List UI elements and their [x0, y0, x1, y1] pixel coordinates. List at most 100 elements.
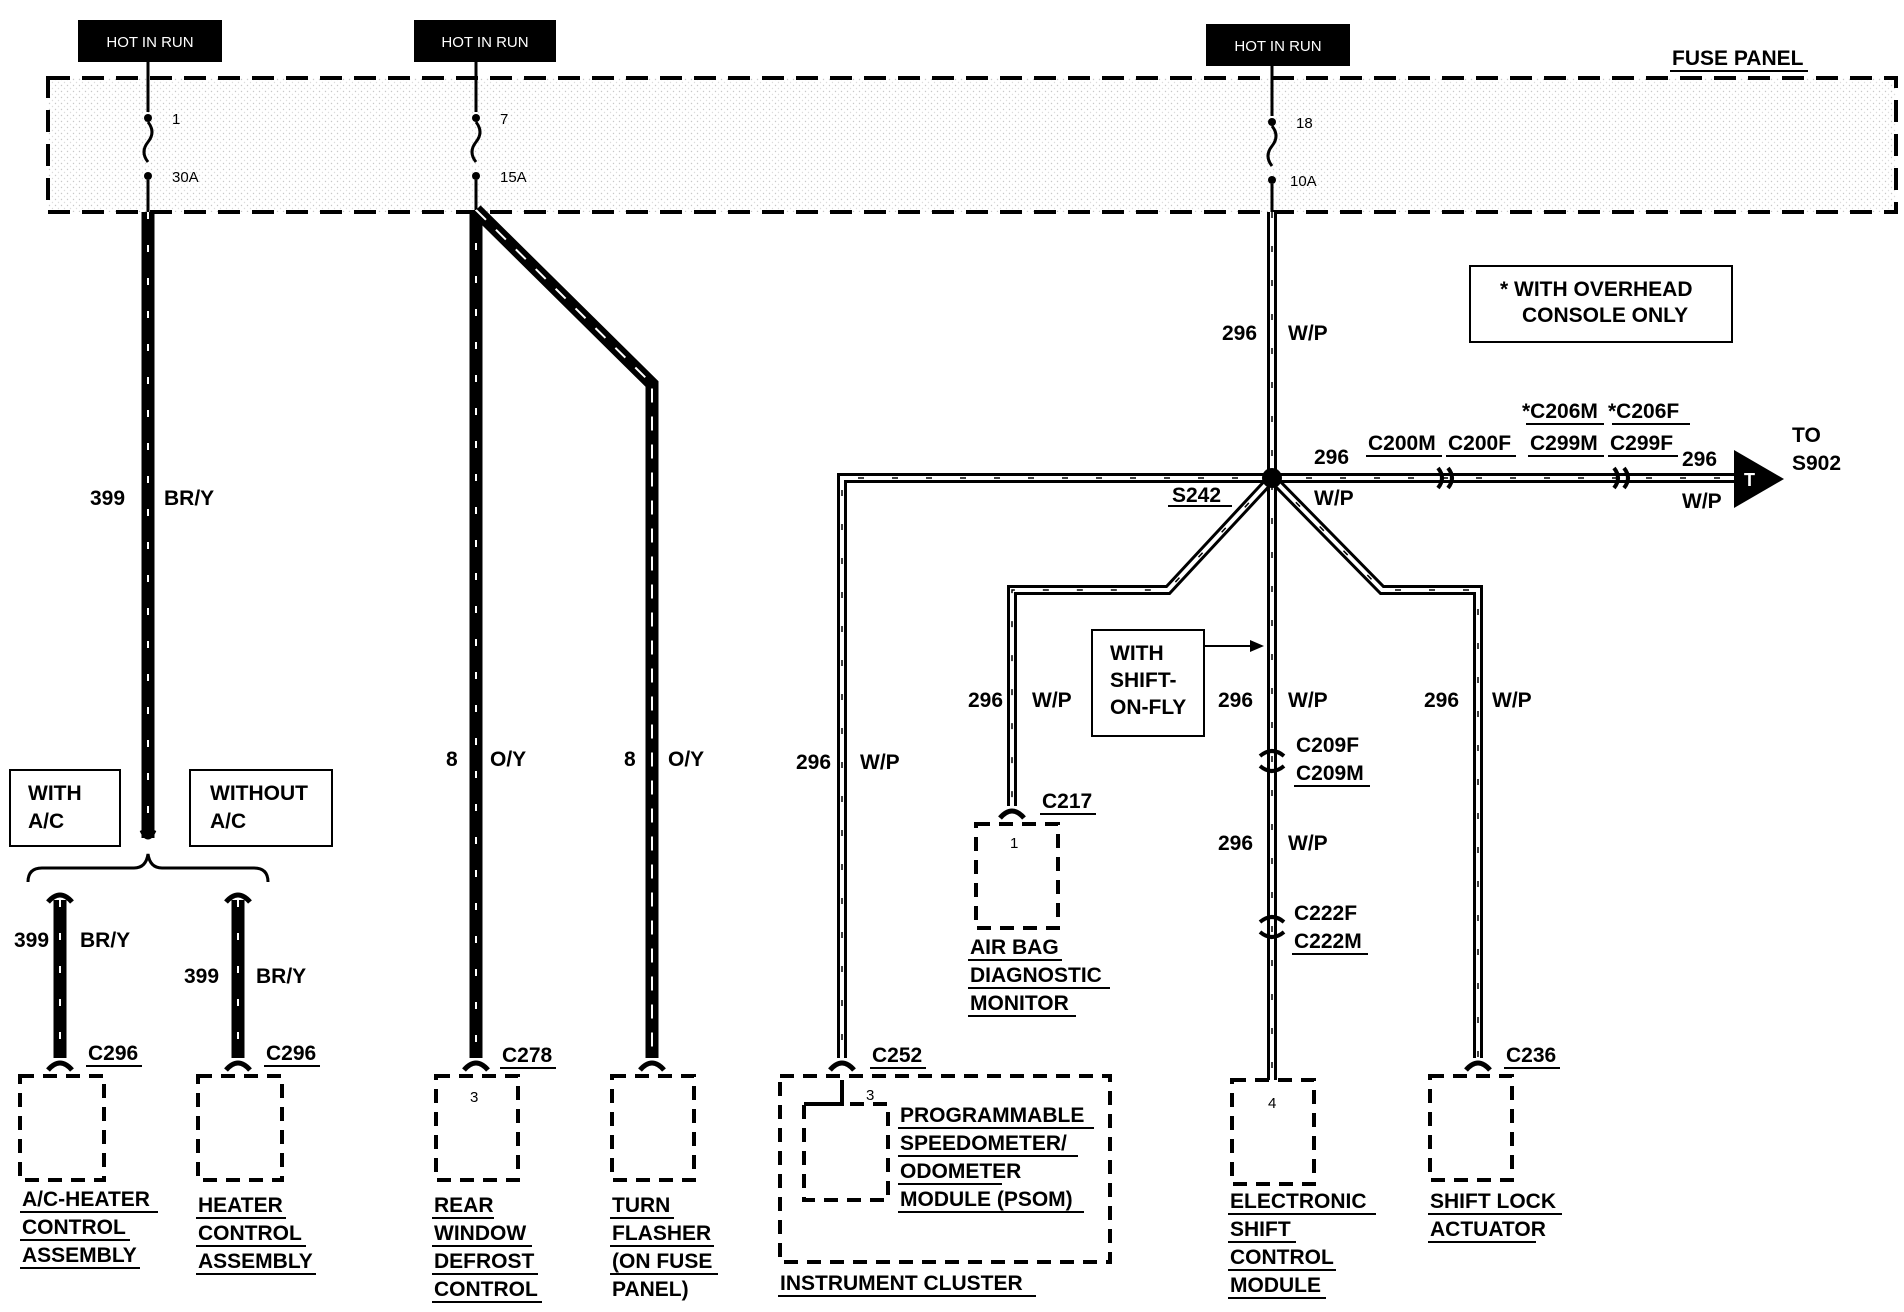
svg-text:W/P: W/P: [1288, 689, 1328, 712]
svg-text:CONTROL: CONTROL: [434, 1278, 538, 1301]
svg-text:296: 296: [796, 751, 831, 774]
fuse-panel: [46, 76, 1898, 214]
svg-text:PANEL): PANEL): [612, 1278, 689, 1301]
svg-text:8: 8: [446, 748, 458, 771]
svg-text:296: 296: [1222, 322, 1257, 345]
with-ac-box: [9, 769, 121, 847]
svg-text:O/Y: O/Y: [490, 748, 526, 771]
svg-text:C200M: C200M: [1368, 432, 1436, 455]
svg-text:ASSEMBLY: ASSEMBLY: [22, 1244, 137, 1267]
shift-lock-actuator: [1428, 1060, 1514, 1182]
svg-text:296: 296: [1218, 689, 1253, 712]
svg-text:C296: C296: [266, 1042, 316, 1065]
svg-text:3: 3: [470, 1089, 478, 1106]
svg-text:C222F: C222F: [1294, 902, 1357, 925]
svg-text:ASSEMBLY: ASSEMBLY: [198, 1250, 313, 1273]
psom-label: PROGRAMMABLE SPEEDOMETER/ ODOMETER MODUL…: [900, 1104, 1084, 1211]
rear-defrost-label: REAR WINDOW DEFROST CONTROL: [434, 1194, 538, 1301]
ac-heater-control-assembly: [18, 1060, 106, 1182]
svg-text:O/Y: O/Y: [668, 748, 704, 771]
svg-text:CONTROL: CONTROL: [22, 1216, 126, 1239]
svg-text:ODOMETER: ODOMETER: [900, 1160, 1021, 1183]
svg-text:REAR: REAR: [434, 1194, 494, 1217]
svg-text:SHIFT-: SHIFT-: [1110, 669, 1177, 692]
svg-text:ELECTRONIC: ELECTRONIC: [1230, 1190, 1367, 1213]
svg-text:C222M: C222M: [1294, 930, 1362, 953]
rear-window-defrost-control: 3: [434, 1060, 520, 1182]
svg-text:WITHOUT: WITHOUT: [210, 782, 308, 805]
inline-connector-c222: [1258, 915, 1286, 939]
without-ac-box: [189, 769, 333, 847]
heater-label: HEATER CONTROL ASSEMBLY: [198, 1194, 313, 1273]
power-tag-1: HOT IN RUN: [78, 20, 222, 62]
svg-text:C236: C236: [1506, 1044, 1556, 1067]
svg-text:1: 1: [172, 111, 180, 128]
option-brace: [26, 853, 270, 883]
inline-connector-c209: [1258, 749, 1286, 773]
air-bag-label: AIR BAG DIAGNOSTIC MONITOR: [970, 936, 1102, 1015]
svg-text:399: 399: [184, 965, 219, 988]
svg-text:15A: 15A: [500, 169, 527, 186]
svg-text:296: 296: [1682, 448, 1717, 471]
ac-heater-label: A/C-HEATER CONTROL ASSEMBLY: [22, 1188, 150, 1267]
svg-text:C299F: C299F: [1610, 432, 1673, 455]
svg-text:C296: C296: [88, 1042, 138, 1065]
esc-label: ELECTRONIC SHIFT CONTROL MODULE: [1230, 1190, 1367, 1297]
svg-text:SHIFT LOCK: SHIFT LOCK: [1430, 1190, 1556, 1213]
svg-text:HOT IN RUN: HOT IN RUN: [106, 34, 193, 51]
svg-text:W/P: W/P: [1288, 832, 1328, 855]
svg-text:MONITOR: MONITOR: [970, 992, 1069, 1015]
fuse-18: 18 10A: [1266, 66, 1317, 212]
svg-text:296: 296: [968, 689, 1003, 712]
svg-text:C217: C217: [1042, 790, 1092, 813]
fuse-7: 7 15A: [470, 62, 527, 212]
svg-text:W/P: W/P: [1288, 322, 1328, 345]
svg-text:T: T: [1744, 470, 1755, 490]
turn-flasher: [610, 1060, 696, 1182]
wire-296-w-p: [837, 212, 1734, 1080]
svg-text:A/C-HEATER: A/C-HEATER: [22, 1188, 150, 1211]
svg-text:W/P: W/P: [1314, 487, 1354, 510]
fuse-panel-label: FUSE PANEL: [1672, 47, 1804, 70]
svg-text:W/P: W/P: [1682, 490, 1722, 513]
svg-text:HOT IN RUN: HOT IN RUN: [1234, 38, 1321, 55]
air-bag-diagnostic-monitor: 1: [974, 808, 1060, 930]
power-tag-3: HOT IN RUN: [1206, 24, 1350, 66]
shift-on-fly-box: [1091, 629, 1205, 737]
power-tag-2: HOT IN RUN: [414, 20, 556, 62]
svg-text:S902: S902: [1792, 452, 1841, 475]
svg-text:*C206F: *C206F: [1608, 400, 1679, 423]
svg-text:* WITH OVERHEAD: * WITH OVERHEAD: [1500, 278, 1693, 301]
svg-text:SHIFT: SHIFT: [1230, 1218, 1291, 1241]
shift-lock-label: SHIFT LOCK ACTUATOR: [1430, 1190, 1556, 1241]
inline-connector-c299: [1612, 466, 1630, 490]
svg-text:MODULE (PSOM): MODULE (PSOM): [900, 1188, 1073, 1211]
svg-text:BR/Y: BR/Y: [256, 965, 306, 988]
svg-text:W/P: W/P: [860, 751, 900, 774]
svg-text:CONTROL: CONTROL: [198, 1222, 302, 1245]
note-box: [1469, 265, 1733, 343]
svg-text:W/P: W/P: [1492, 689, 1532, 712]
svg-text:296: 296: [1424, 689, 1459, 712]
splice-s242: [1262, 468, 1282, 488]
svg-text:30A: 30A: [172, 169, 199, 186]
wire-8-o-y-flasher: [471, 205, 659, 1058]
svg-text:CONTROL: CONTROL: [1230, 1246, 1334, 1269]
svg-text:DIAGNOSTIC: DIAGNOSTIC: [970, 964, 1102, 987]
svg-text:10A: 10A: [1290, 173, 1317, 190]
svg-text:W/P: W/P: [1032, 689, 1072, 712]
svg-text:7: 7: [500, 111, 508, 128]
svg-text:1: 1: [1010, 835, 1018, 852]
svg-text:18: 18: [1296, 115, 1313, 132]
turn-flasher-label: TURN FLASHER (ON FUSE PANEL): [612, 1194, 712, 1301]
wire-399-left: [46, 892, 74, 1058]
svg-text:ON-FLY: ON-FLY: [1110, 696, 1186, 719]
svg-text:C299M: C299M: [1530, 432, 1598, 455]
svg-text:296: 296: [1314, 446, 1349, 469]
svg-text:SPEEDOMETER/: SPEEDOMETER/: [900, 1132, 1067, 1155]
svg-text:AIR BAG: AIR BAG: [970, 936, 1059, 959]
svg-text:(ON FUSE: (ON FUSE: [612, 1250, 712, 1273]
svg-text:C209M: C209M: [1296, 762, 1364, 785]
svg-text:TO: TO: [1792, 424, 1821, 447]
